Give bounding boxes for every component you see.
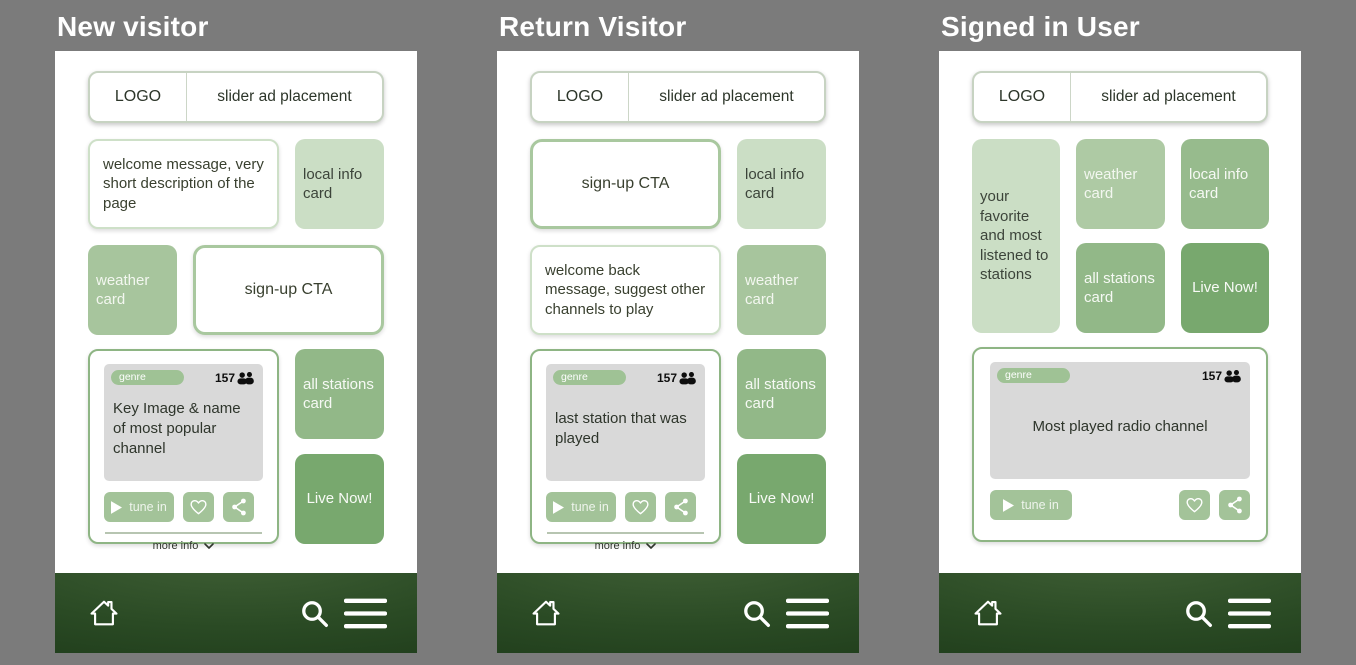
more-info-button[interactable]: more info: [546, 534, 705, 558]
share-icon: [1227, 496, 1242, 514]
station-card[interactable]: genre 157 Key Image & name of most popul…: [88, 349, 279, 552]
tune-in-button[interactable]: tune in: [104, 492, 174, 522]
station-card[interactable]: genre 157 Most played radio channel: [972, 347, 1268, 542]
play-icon: [111, 500, 123, 514]
live-now-card[interactable]: Live Now!: [295, 454, 384, 544]
local-info-card[interactable]: local info card: [1181, 139, 1269, 229]
listener-count: 157: [1202, 369, 1243, 383]
share-icon: [231, 498, 246, 516]
hamburger-menu-icon: [786, 598, 829, 628]
page-title: Return Visitor: [499, 11, 687, 42]
share-icon: [673, 498, 688, 516]
home-button[interactable]: [527, 594, 565, 632]
menu-button[interactable]: [1228, 596, 1271, 631]
station-key-image: genre 157 last station that was played: [546, 364, 705, 481]
bottom-nav: [939, 573, 1301, 653]
search-button[interactable]: [298, 597, 331, 630]
weather-card[interactable]: weather card: [737, 245, 826, 335]
page-title: New visitor: [57, 11, 209, 42]
signup-cta-card[interactable]: sign-up CTA: [193, 245, 384, 335]
favorite-button[interactable]: [1179, 490, 1210, 520]
local-info-card[interactable]: local info card: [295, 139, 384, 229]
page-title: Signed in User: [941, 11, 1140, 42]
app-header: LOGO slider ad placement: [972, 71, 1268, 123]
home-icon: [532, 600, 560, 626]
station-name: Most played radio channel: [1032, 417, 1208, 435]
station-key-image: genre 157 Most played radio channel: [990, 362, 1250, 479]
all-stations-card[interactable]: all stations card: [295, 349, 384, 439]
genre-badge: genre: [997, 368, 1070, 383]
phone-mockup: LOGO slider ad placement your favorite a…: [939, 51, 1301, 653]
search-icon: [302, 600, 328, 627]
search-button[interactable]: [740, 597, 773, 630]
share-button[interactable]: [1219, 490, 1250, 520]
hamburger-menu-icon: [344, 598, 387, 628]
heart-outline-icon: [632, 499, 649, 514]
divider: [105, 532, 262, 534]
logo: LOGO: [974, 73, 1071, 121]
home-icon: [90, 600, 118, 626]
menu-button[interactable]: [786, 596, 829, 631]
hamburger-menu-icon: [1228, 598, 1271, 628]
live-now-card[interactable]: Live Now!: [1181, 243, 1269, 333]
logo: LOGO: [90, 73, 187, 121]
welcome-message-card: welcome message, very short description …: [88, 139, 279, 229]
listener-count: 157: [215, 371, 256, 385]
phone-mockup: LOGO slider ad placement welcome message…: [55, 51, 417, 653]
slider-ad-placement[interactable]: slider ad placement: [659, 88, 794, 105]
search-icon: [1186, 600, 1212, 627]
signup-cta-card[interactable]: sign-up CTA: [530, 139, 721, 229]
favorite-button[interactable]: [625, 492, 656, 522]
station-name: Key Image & name of most popular channel: [113, 399, 241, 458]
listeners-people-icon: [679, 371, 696, 384]
slider-ad-placement[interactable]: slider ad placement: [217, 88, 352, 105]
bottom-nav: [497, 573, 859, 653]
local-info-card[interactable]: local info card: [737, 139, 826, 229]
panel-return-visitor: Return Visitor LOGO slider ad placement …: [497, 0, 859, 653]
listeners-people-icon: [237, 371, 254, 384]
chevron-down-icon: [204, 542, 215, 549]
home-icon: [974, 600, 1002, 626]
genre-badge: genre: [111, 370, 184, 385]
more-info-button[interactable]: more info: [104, 534, 263, 558]
search-icon: [744, 600, 770, 627]
favorite-button[interactable]: [183, 492, 214, 522]
weather-card[interactable]: weather card: [88, 245, 177, 335]
all-stations-card[interactable]: all stations card: [1076, 243, 1165, 333]
station-name: last station that was played: [555, 409, 687, 447]
heart-outline-icon: [190, 499, 207, 514]
search-button[interactable]: [1182, 597, 1215, 630]
play-icon: [1003, 498, 1015, 512]
tune-in-button[interactable]: tune in: [546, 492, 616, 522]
heart-outline-icon: [1186, 497, 1203, 512]
bottom-nav: [55, 573, 417, 653]
genre-badge: genre: [553, 370, 626, 385]
chevron-down-icon: [646, 542, 657, 549]
panel-signed-in-user: Signed in User LOGO slider ad placement …: [939, 0, 1301, 653]
listeners-people-icon: [1224, 369, 1241, 382]
menu-button[interactable]: [344, 596, 387, 631]
favorite-stations-card[interactable]: your favorite and most listened to stati…: [972, 139, 1060, 333]
listener-count: 157: [657, 371, 698, 385]
station-card[interactable]: genre 157 last station that was played: [530, 349, 721, 552]
all-stations-card[interactable]: all stations card: [737, 349, 826, 439]
tune-in-button[interactable]: tune in: [990, 490, 1072, 520]
divider: [547, 532, 704, 534]
weather-card[interactable]: weather card: [1076, 139, 1165, 229]
app-header: LOGO slider ad placement: [88, 71, 384, 123]
home-button[interactable]: [85, 594, 123, 632]
share-button[interactable]: [223, 492, 254, 522]
logo: LOGO: [532, 73, 629, 121]
phone-mockup: LOGO slider ad placement sign-up CTA loc…: [497, 51, 859, 653]
welcome-back-card: welcome back message, suggest other chan…: [530, 245, 721, 335]
app-header: LOGO slider ad placement: [530, 71, 826, 123]
panel-new-visitor: New visitor LOGO slider ad placement wel…: [55, 0, 417, 653]
live-now-card[interactable]: Live Now!: [737, 454, 826, 544]
share-button[interactable]: [665, 492, 696, 522]
slider-ad-placement[interactable]: slider ad placement: [1101, 88, 1236, 105]
home-button[interactable]: [969, 594, 1007, 632]
play-icon: [553, 500, 565, 514]
station-key-image: genre 157 Key Image & name of most popul…: [104, 364, 263, 481]
